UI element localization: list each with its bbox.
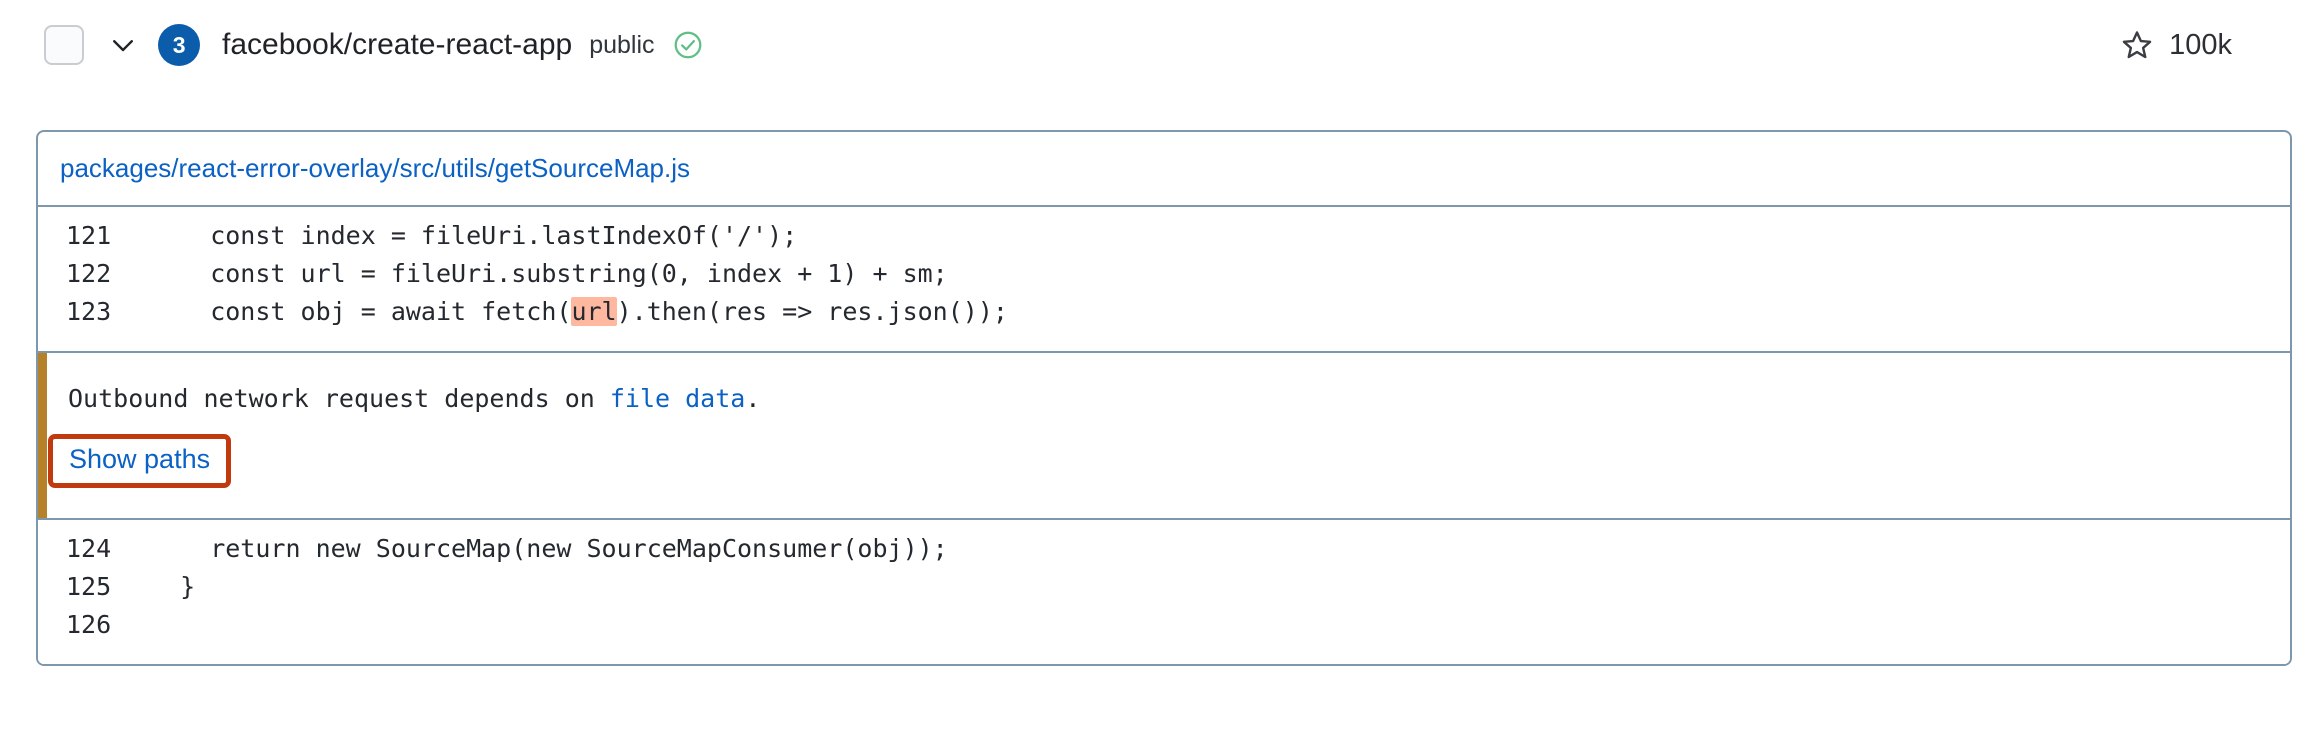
alert-select-checkbox[interactable]	[44, 25, 84, 65]
code-block-after: 124 return new SourceMap(new SourceMapCo…	[38, 520, 2290, 665]
file-path-header: packages/react-error-overlay/src/utils/g…	[38, 132, 2290, 205]
code-line: 121 const index = fileUri.lastIndexOf('/…	[38, 221, 2290, 259]
line-number: 121	[66, 221, 112, 250]
line-number: 124	[66, 534, 112, 564]
check-circle-icon	[671, 28, 705, 62]
line-number: 122	[66, 259, 112, 288]
line-number: 125	[66, 572, 112, 602]
line-content: const url = fileUri.substring(0, index +…	[150, 259, 948, 288]
line-number: 123	[66, 297, 112, 326]
code-line: 124 return new SourceMap(new SourceMapCo…	[38, 534, 2290, 572]
line-content: const index = fileUri.lastIndexOf('/');	[150, 221, 798, 250]
code-line: 122 const url = fileUri.substring(0, ind…	[38, 259, 2290, 297]
card-divider-alert-bottom	[38, 518, 2290, 521]
show-paths-button[interactable]: Show paths	[48, 434, 232, 489]
code-block-before: 121 const index = fileUri.lastIndexOf('/…	[38, 207, 2290, 351]
alert-message: Outbound network request depends on file…	[68, 381, 2290, 416]
card-divider-alert-top	[38, 351, 2290, 353]
code-line: 125 }	[38, 572, 2290, 610]
alert-source-link[interactable]: file data	[609, 384, 746, 413]
line-content-pre: const obj = await fetch(	[150, 297, 572, 326]
line-content: return new SourceMap(new SourceMapConsum…	[150, 534, 948, 564]
line-content: }	[150, 572, 196, 602]
code-line: 123 const obj = await fetch(url).then(re…	[38, 297, 2290, 335]
file-path-link[interactable]: packages/react-error-overlay/src/utils/g…	[60, 153, 691, 183]
card-divider-top	[38, 205, 2290, 207]
alert-header-row: 3 facebook/create-react-app public 100k	[0, 0, 2320, 90]
show-paths-annotation: Show paths	[48, 434, 232, 489]
repository-visibility-label: public	[589, 30, 655, 59]
stars-group[interactable]: 100k	[2121, 29, 2232, 62]
code-line: 126	[38, 610, 2290, 648]
chevron-down-icon[interactable]	[106, 28, 140, 62]
star-outline-icon	[2121, 29, 2153, 61]
repository-name[interactable]: facebook/create-react-app	[222, 28, 573, 61]
star-count: 100k	[2169, 28, 2232, 61]
show-paths-label: Show paths	[69, 444, 211, 474]
alert-band: Outbound network request depends on file…	[38, 353, 2290, 519]
line-content-post: ).then(res => res.json());	[616, 297, 1008, 326]
code-highlight-token: url	[571, 297, 617, 326]
alert-message-prefix: Outbound network request depends on	[68, 384, 610, 413]
alert-message-suffix: .	[745, 384, 761, 413]
code-result-card: packages/react-error-overlay/src/utils/g…	[36, 130, 2292, 667]
alert-count-badge: 3	[158, 24, 200, 66]
alert-severity-stripe	[38, 353, 47, 519]
line-number: 126	[66, 610, 112, 640]
